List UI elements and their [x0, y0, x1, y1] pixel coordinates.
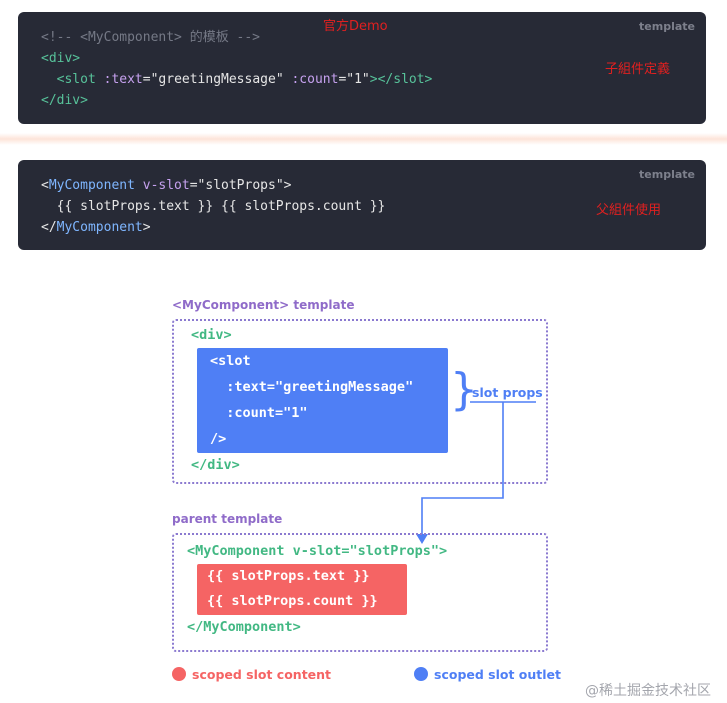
parent-template-label: parent template — [172, 512, 283, 526]
slot-line-4: /> — [210, 431, 227, 447]
code-slot-close: ></slot> — [369, 72, 433, 87]
code-component-name: MyComponent — [48, 178, 135, 193]
child-div-close: </div> — [191, 457, 240, 473]
content-line-2: {{ slotProps.count }} — [207, 593, 378, 609]
code-slot-open: <slot — [56, 72, 96, 87]
code-panel-parent-usage: template <MyComponent v-slot="slotProps"… — [18, 160, 706, 250]
code-lines: <!-- <MyComponent> 的模板 --> <div> <slot :… — [41, 27, 432, 111]
code-eq: = — [142, 72, 151, 87]
code-interpolation: {{ slotProps.text }} {{ slotProps.count … — [41, 199, 386, 214]
code-str-one: "1" — [346, 72, 370, 87]
code-str-greeting: "greetingMessage" — [150, 72, 284, 87]
parent-template-box — [172, 533, 548, 652]
outlet-legend-dot-icon — [414, 667, 428, 681]
scoped-slot-outlet-box — [197, 348, 448, 453]
parent-close-tag: </MyComponent> — [187, 619, 301, 635]
child-div-open: <div> — [191, 327, 232, 343]
code-eq: = — [189, 178, 198, 193]
brace-icon: } — [450, 364, 478, 415]
code-close-name: MyComponent — [56, 220, 143, 235]
section-divider — [0, 133, 727, 145]
note-parent-usage: 父組件使用 — [596, 203, 662, 218]
note-child-definition: 子組件定義 — [605, 62, 671, 77]
code-panel-child-template: template <!-- <MyComponent> 的模板 --> <div… — [18, 12, 706, 124]
child-template-label: <MyComponent> template — [172, 298, 355, 312]
legend-scoped-slot-outlet: scoped slot outlet — [434, 667, 562, 682]
parent-open-tag: <MyComponent v-slot="slotProps"> — [187, 543, 448, 559]
code-close-gt: > — [142, 220, 151, 235]
code-language-label: template — [639, 20, 695, 33]
content-line-1: {{ slotProps.text }} — [207, 568, 370, 584]
child-template-box — [172, 319, 548, 484]
code-language-label: template — [639, 168, 695, 181]
code-str-slotprops: "slotProps" — [197, 178, 284, 193]
code-comment: <!-- <MyComponent> 的模板 --> — [41, 30, 261, 45]
code-close-lt: </ — [41, 220, 57, 235]
code-div-close: </div> — [41, 93, 88, 108]
legend-scoped-slot-content: scoped slot content — [192, 667, 332, 682]
code-attr-text: :text — [103, 72, 143, 87]
code-lines: <MyComponent v-slot="slotProps"> {{ slot… — [41, 175, 385, 238]
slot-props-label: slot props — [472, 385, 543, 400]
code-lt: < — [41, 178, 49, 193]
code-div-open: <div> — [41, 51, 81, 66]
note-official-demo: 官方Demo — [323, 19, 388, 34]
code-gt: > — [283, 178, 292, 193]
scoped-slot-content-box — [197, 564, 407, 615]
code-vslot: v-slot — [134, 178, 190, 193]
code-eq: = — [338, 72, 347, 87]
slot-line-3: :count="1" — [210, 405, 308, 421]
content-legend-dot-icon — [172, 667, 186, 681]
watermark: @稀土掘金技术社区 — [585, 683, 711, 699]
code-attr-count: :count — [291, 72, 339, 87]
slot-line-2: :text="greetingMessage" — [210, 379, 414, 395]
slot-line-1: <slot — [210, 353, 251, 369]
